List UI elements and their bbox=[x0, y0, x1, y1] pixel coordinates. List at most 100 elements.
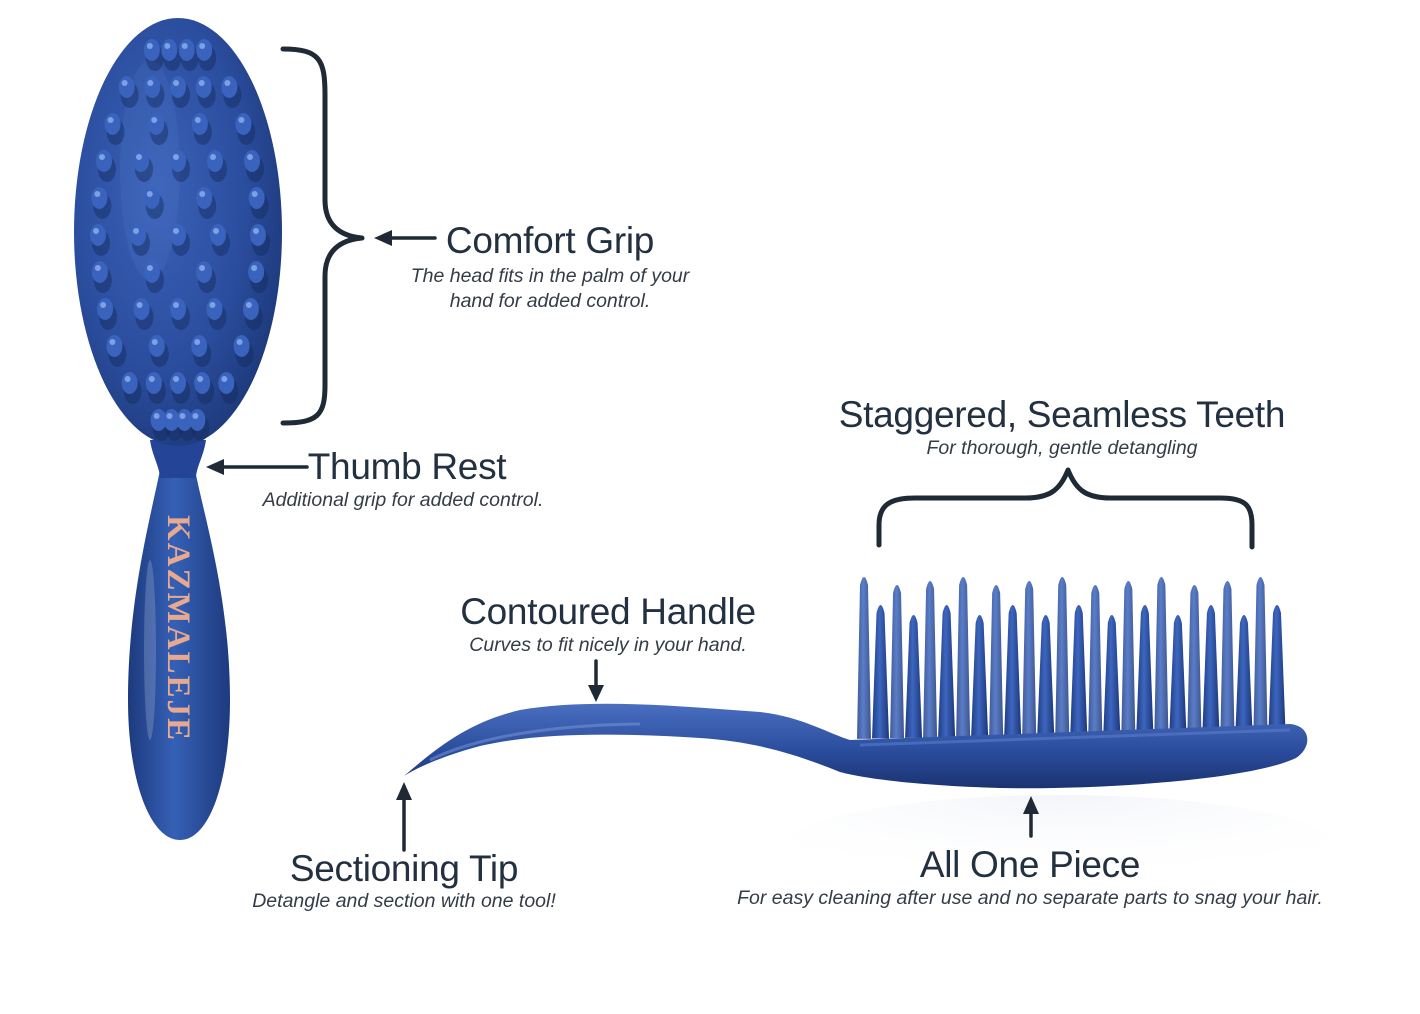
tooth bbox=[905, 615, 923, 738]
tooth bbox=[1268, 605, 1286, 731]
sectioning-tip-title: Sectioning Tip bbox=[289, 848, 519, 889]
bristle-tip bbox=[161, 39, 178, 61]
bristle-tip bbox=[118, 76, 135, 98]
bristle-tip bbox=[106, 335, 123, 357]
staggered-teeth-callout: Staggered, Seamless Teeth For thorough, … bbox=[832, 396, 1292, 461]
bristle-tip bbox=[233, 335, 250, 357]
bristle-tip bbox=[130, 224, 147, 246]
tooth bbox=[956, 577, 971, 737]
bristle-tip bbox=[191, 335, 208, 357]
tooth bbox=[1103, 615, 1121, 734]
bristle-tip bbox=[196, 261, 213, 283]
tooth bbox=[1220, 581, 1235, 732]
bristle-tip bbox=[90, 224, 107, 246]
tooth bbox=[890, 585, 905, 739]
tooth bbox=[989, 585, 1004, 737]
thumb-rest-callout: Thumb Rest Additional grip for added con… bbox=[244, 448, 562, 513]
contoured-handle-callout: Contoured Handle Curves to fit nicely in… bbox=[438, 593, 778, 658]
annotation-marks bbox=[280, 46, 1255, 550]
comfort-grip-desc-1: The head fits in the palm of your bbox=[410, 265, 690, 287]
bristle-tip bbox=[148, 113, 165, 135]
bristle-tip bbox=[195, 76, 212, 98]
tooth bbox=[1070, 605, 1088, 735]
bristle-tip bbox=[209, 224, 226, 246]
bristle-tip bbox=[218, 372, 235, 394]
bristle-tip bbox=[248, 187, 265, 209]
bristle-tip bbox=[221, 76, 238, 98]
thumb-rest-title: Thumb Rest bbox=[307, 446, 507, 487]
tooth bbox=[857, 577, 871, 739]
bristle-tip bbox=[91, 187, 108, 209]
all-one-piece-title: All One Piece bbox=[919, 844, 1141, 885]
tooth bbox=[1004, 605, 1022, 736]
bristle-tip bbox=[194, 372, 211, 394]
contoured-handle-desc: Curves to fit nicely in your hand. bbox=[469, 634, 747, 656]
top-view-handle bbox=[128, 470, 230, 840]
bristle-tip bbox=[170, 298, 186, 320]
brand-logo-text: KAZMALEJE bbox=[160, 515, 196, 742]
tooth bbox=[872, 605, 890, 739]
bristle-tip bbox=[249, 224, 266, 246]
bristle-tip bbox=[170, 76, 186, 98]
bristle-tip bbox=[95, 150, 112, 172]
bristle-tip bbox=[145, 372, 162, 394]
bristle-tip bbox=[170, 150, 186, 172]
bristle-tip bbox=[196, 39, 213, 61]
tooth bbox=[1022, 581, 1037, 736]
tooth bbox=[1121, 581, 1136, 734]
bristle-tip bbox=[207, 150, 224, 172]
sectioning-tip-desc: Detangle and section with one tool! bbox=[252, 890, 556, 912]
bristle-tip bbox=[242, 298, 259, 320]
bristle-tip bbox=[143, 261, 160, 283]
tooth bbox=[1169, 615, 1187, 733]
tooth bbox=[971, 615, 989, 737]
bristle-tip bbox=[121, 372, 138, 394]
bristle-tip bbox=[191, 113, 208, 135]
bristle-tip bbox=[235, 113, 252, 135]
tooth bbox=[1187, 585, 1202, 733]
annotation-arrows bbox=[206, 230, 1039, 852]
top-view-brush: KAZMALEJE bbox=[74, 18, 282, 840]
bristle-tip bbox=[170, 224, 186, 246]
bristle-tip bbox=[178, 39, 195, 61]
teeth-brace bbox=[876, 467, 1255, 550]
tooth bbox=[1235, 615, 1253, 732]
tooth bbox=[1136, 605, 1154, 734]
all-one-piece-callout: All One Piece For easy cleaning after us… bbox=[700, 846, 1360, 911]
bristle-tip bbox=[144, 76, 161, 98]
bristle-tip bbox=[132, 150, 149, 172]
staggered-teeth-title: Staggered, Seamless Teeth bbox=[838, 394, 1286, 435]
tooth bbox=[1055, 577, 1070, 735]
bristle-tip bbox=[133, 298, 150, 320]
comfort-grip-desc-2: hand for added control. bbox=[449, 290, 651, 313]
contoured-handle-title: Contoured Handle bbox=[460, 591, 756, 632]
comfort-grip-title: Comfort Grip bbox=[445, 220, 655, 261]
tooth bbox=[1037, 615, 1055, 736]
thumb-rest-neck bbox=[150, 440, 206, 478]
tooth bbox=[1088, 585, 1103, 735]
side-view-teeth bbox=[857, 577, 1286, 739]
bristle-tip bbox=[143, 39, 160, 61]
bristle-tip bbox=[248, 261, 265, 283]
top-view-bristles bbox=[90, 39, 270, 441]
bristle-tip bbox=[143, 187, 160, 209]
bristle-tip bbox=[196, 187, 213, 209]
bristle-tip bbox=[170, 372, 186, 394]
tooth bbox=[1253, 577, 1268, 731]
bristle-tip bbox=[104, 113, 121, 135]
bristle-tip bbox=[148, 335, 165, 357]
tooth bbox=[938, 605, 956, 738]
bristle-tip bbox=[91, 261, 108, 283]
comfort-grip-brace bbox=[280, 46, 365, 426]
tooth bbox=[1154, 577, 1169, 733]
bristle-tip bbox=[244, 150, 261, 172]
side-view-brush bbox=[404, 577, 1340, 905]
bristle-tip bbox=[206, 298, 223, 320]
sectioning-tip-callout: Sectioning Tip Detangle and section with… bbox=[224, 850, 584, 914]
staggered-teeth-desc: For thorough, gentle detangling bbox=[926, 437, 1198, 459]
comfort-grip-callout: Comfort Grip The head fits in the palm o… bbox=[396, 222, 704, 315]
bristle-tip bbox=[189, 409, 206, 431]
thumb-rest-desc: Additional grip for added control. bbox=[262, 489, 544, 511]
